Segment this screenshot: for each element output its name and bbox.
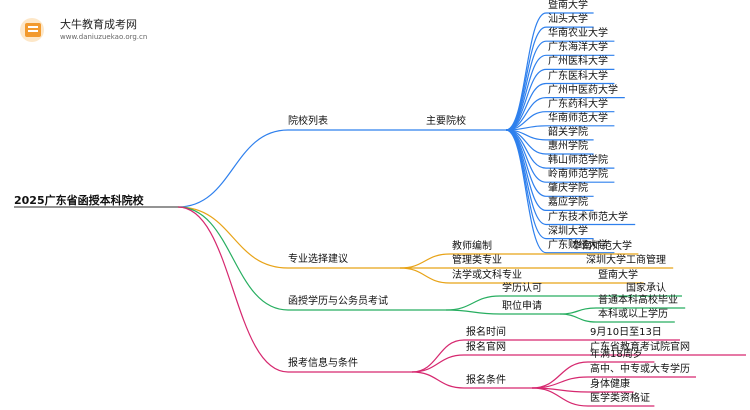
sub-main-schools-label: 主要院校 bbox=[426, 116, 466, 127]
info-sub-connector bbox=[531, 376, 589, 389]
school-item: 广东医科大学 bbox=[548, 70, 608, 82]
school-item: 广东海洋大学 bbox=[548, 42, 608, 54]
school-item: 广东药科大学 bbox=[548, 98, 608, 110]
info-sub-label: 年满18周岁 bbox=[590, 349, 643, 360]
exam-sub-connector bbox=[559, 313, 597, 323]
exam-sub-label: 本科或以上学历 bbox=[598, 309, 668, 320]
exam-value-label: 国家承认 bbox=[626, 283, 666, 294]
info-key-label: 报名官网 bbox=[466, 342, 506, 353]
exam-key-label: 职位申请 bbox=[502, 301, 542, 312]
brand-url: www.daniuzuekao.org.cn bbox=[60, 33, 148, 41]
school-item: 广州中医药大学 bbox=[548, 84, 618, 96]
school-item: 华南农业大学 bbox=[548, 28, 608, 40]
branch-exam-connector bbox=[177, 206, 289, 311]
info-key-connector bbox=[411, 354, 465, 373]
major-key-label: 法学或文科专业 bbox=[452, 270, 522, 281]
info-value-label: 广东省教育考试院官网 bbox=[590, 342, 690, 353]
school-item: 嘉应学院 bbox=[548, 197, 588, 209]
school-item: 汕头大学 bbox=[548, 14, 588, 26]
school-item: 广东财经大学 bbox=[548, 239, 608, 251]
school-item: 肇庆学院 bbox=[548, 183, 588, 195]
info-sub-connector bbox=[531, 361, 589, 389]
school-item: 华南师范大学 bbox=[548, 112, 608, 124]
brand-name: 大牛教育成考网 bbox=[60, 18, 137, 31]
info-key-label: 报名条件 bbox=[466, 375, 506, 386]
major-value-label: 深圳大学工商管理 bbox=[586, 255, 666, 266]
exam-key-connector bbox=[445, 295, 501, 311]
exam-key-connector bbox=[445, 309, 501, 315]
info-key-label: 报名时间 bbox=[466, 327, 506, 338]
school-item: 韶关学院 bbox=[548, 126, 588, 138]
major-key-connector bbox=[399, 253, 451, 269]
school-item-connector bbox=[505, 129, 547, 183]
school-item-connector bbox=[505, 129, 547, 226]
school-item: 广东技术师范大学 bbox=[548, 211, 628, 223]
exam-sub-connector bbox=[559, 307, 597, 315]
exam-sub-label: 普通本科高校毕业 bbox=[598, 295, 678, 306]
school-item: 广州医科大学 bbox=[548, 56, 608, 68]
branch-majors-label: 专业选择建议 bbox=[288, 254, 348, 265]
branch-info-connector bbox=[177, 206, 289, 373]
school-item: 韩山师范学院 bbox=[548, 155, 608, 167]
info-sub-label: 高中、中专或大专学历 bbox=[590, 364, 690, 375]
branch-majors-connector bbox=[177, 206, 289, 269]
info-sub-label: 医学类资格证 bbox=[590, 393, 650, 404]
major-key-label: 教师编制 bbox=[452, 241, 492, 252]
root-topic: 2025广东省函授本科院校 bbox=[14, 194, 144, 207]
info-sub-connector bbox=[531, 387, 589, 407]
school-item-connector bbox=[505, 54, 547, 131]
school-item: 惠州学院 bbox=[548, 141, 588, 152]
branch-schools-label: 院校列表 bbox=[288, 116, 328, 127]
school-item: 岭南师范学院 bbox=[548, 169, 608, 181]
info-key-connector bbox=[411, 371, 465, 389]
school-item-connector bbox=[505, 129, 547, 254]
major-value-label: 华南师范大学 bbox=[572, 241, 632, 252]
major-value-label: 暨南大学 bbox=[598, 270, 638, 281]
book-logo-icon bbox=[20, 18, 44, 42]
major-key-connector bbox=[399, 267, 451, 284]
branch-exam-label: 函授学历与公务员考试 bbox=[288, 296, 388, 307]
branch-schools-connector bbox=[177, 129, 289, 208]
exam-key-label: 学历认可 bbox=[502, 283, 542, 294]
major-key-label: 管理类专业 bbox=[452, 255, 502, 266]
school-item-connector bbox=[505, 129, 547, 240]
school-item: 深圳大学 bbox=[548, 225, 588, 237]
info-sub-label: 身体健康 bbox=[590, 379, 630, 390]
branch-info-label: 报考信息与条件 bbox=[288, 358, 358, 369]
info-value-label: 9月10日至13日 bbox=[590, 327, 662, 338]
school-item: 暨南大学 bbox=[548, 0, 588, 11]
